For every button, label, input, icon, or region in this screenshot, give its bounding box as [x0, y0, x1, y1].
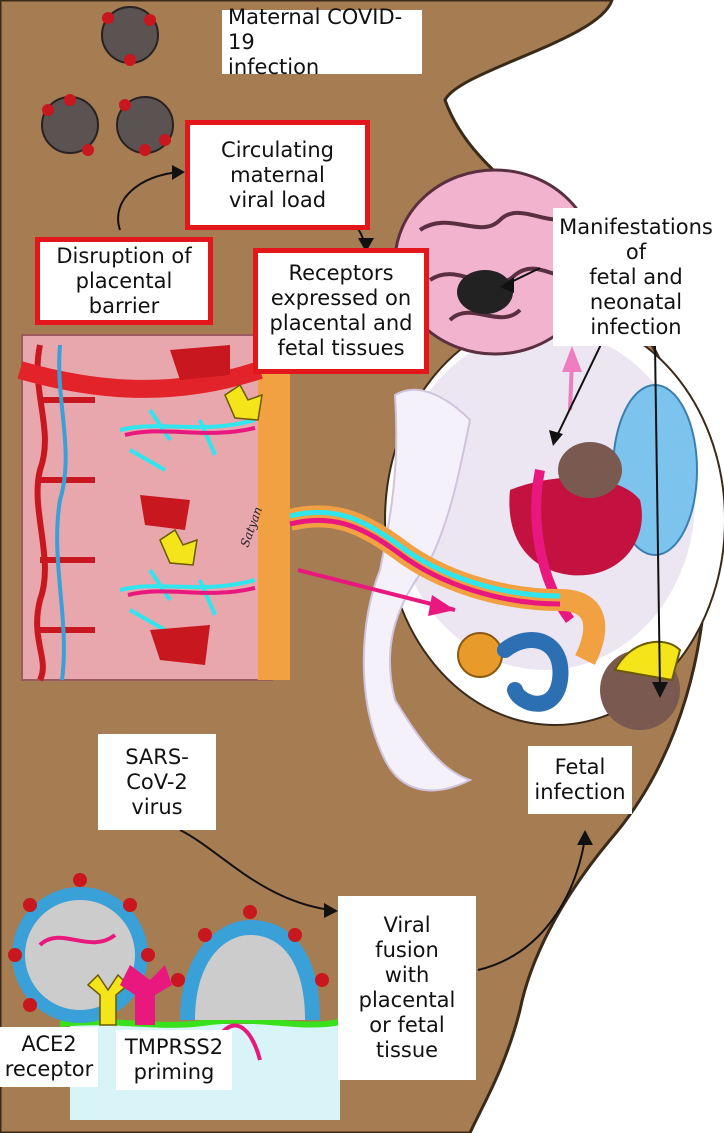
fetal-intestine: [497, 632, 569, 712]
flow-arrowheads: [172, 165, 668, 918]
villous-trees: [119, 408, 256, 632]
brain-arrowhead: [562, 346, 582, 372]
disruption-box: Disruption of placental barrier: [35, 237, 213, 325]
tmprss2-icon: [120, 965, 172, 1025]
virus-spikes-maternal: [42, 12, 171, 156]
pancreas: [457, 632, 503, 678]
fetus-limbs: [362, 388, 473, 792]
sars-virus-label: SARS- CoV-2 virus: [98, 734, 216, 830]
fetal-infection-label: Fetal infection: [528, 746, 632, 814]
viral-fusion-label: Viral fusion with placental or fetal tis…: [338, 896, 476, 1080]
sars-spikes-right: [171, 905, 329, 987]
receptors-box: Receptors expressed on placental and fet…: [253, 248, 429, 374]
transmission-arrow: [297, 568, 456, 612]
cord-vein: [289, 509, 561, 599]
cord-artery: [289, 517, 561, 607]
umbilical-cord: [287, 505, 606, 665]
placenta-border: [258, 340, 290, 680]
fetal-heart: [558, 442, 622, 498]
manifestations-label: Manifestations of fetal and neonatal inf…: [553, 208, 719, 346]
maternal-infection-label: Maternal COVID-19 infection: [222, 5, 422, 79]
maternal-arteries: [17, 344, 263, 682]
adrenal-gland: [613, 640, 682, 682]
ace2-receptor-yellow: [159, 383, 263, 566]
sars-spikes-left: [8, 873, 155, 1012]
transmission-arrowhead: [428, 595, 455, 616]
sars-virus-particle-right: [180, 920, 320, 1061]
ace2-receptor-label: ACE2 receptor: [0, 1027, 98, 1087]
circulating-viral-load-box: Circulating maternal viral load: [185, 120, 370, 230]
decidual-cells: [140, 345, 230, 665]
tmprss2-label: TMPRSS2 priming: [116, 1030, 232, 1090]
maternal-veins: [55, 344, 68, 681]
ace2-receptor-icon: [86, 973, 130, 1026]
virus-particles-maternal: [41, 6, 174, 154]
